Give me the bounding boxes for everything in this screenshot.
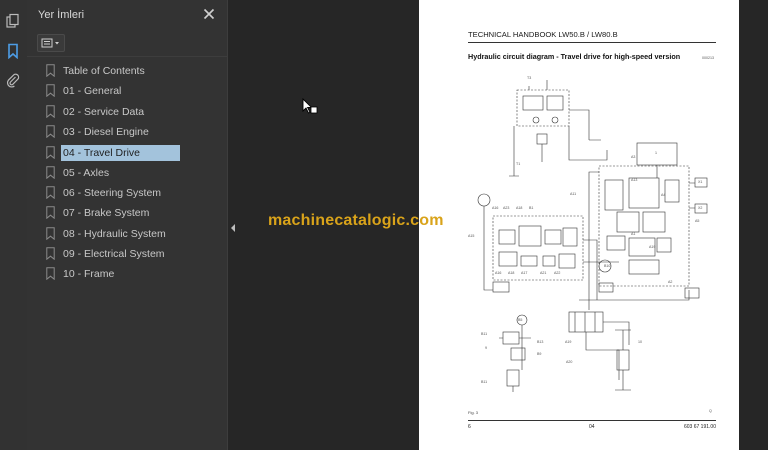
label-A21: A21	[540, 271, 547, 275]
label-B13: B13	[537, 340, 544, 344]
label-T3: T3	[527, 76, 532, 80]
label-A19-right: A19	[649, 245, 656, 249]
bookmark-icon[interactable]	[5, 43, 21, 60]
bookmark-item[interactable]: 02 - Service Data	[46, 102, 222, 121]
bookmark-item-icon	[46, 267, 55, 280]
collapse-panel-icon[interactable]	[228, 220, 238, 236]
label-A13: A13	[631, 178, 638, 182]
document-number: 603 67 191.00	[684, 424, 716, 430]
label-A1: A1	[631, 232, 636, 236]
label-A5: A5	[695, 219, 700, 223]
label-A23: A23	[503, 206, 510, 210]
label-A16-top: A16	[492, 206, 499, 210]
label-A18-bottom: A18	[508, 271, 515, 275]
label-B5: B5	[518, 318, 523, 322]
label-B10: B10	[604, 264, 611, 268]
bookmark-label: 02 - Service Data	[63, 105, 145, 118]
bookmark-label: 03 - Diesel Engine	[63, 125, 149, 138]
label-B1: B1	[529, 206, 534, 210]
divider	[27, 56, 227, 57]
chapter-number: 04	[589, 424, 595, 430]
bookmark-item[interactable]: 05 - Axles	[46, 163, 222, 182]
bookmark-item[interactable]: 01 - General	[46, 81, 222, 100]
bookmark-item-icon	[46, 247, 55, 260]
page-subtitle: Hydraulic circuit diagram - Travel drive…	[468, 52, 681, 61]
label-A22: A22	[554, 271, 561, 275]
bookmark-item[interactable]: Table of Contents	[46, 61, 222, 80]
label-A18-top: A18	[516, 206, 523, 210]
page-number-left: 6	[468, 424, 471, 430]
bookmark-item-icon	[46, 84, 55, 97]
label-A17: A17	[521, 271, 528, 275]
label-10: 10	[638, 340, 642, 344]
bookmark-label: 01 - General	[63, 84, 122, 97]
pdf-page: TECHNICAL HANDBOOK LW50.B / LW80.B Hydra…	[419, 0, 739, 450]
bookmark-label: 08 - Hydraulic System	[63, 227, 166, 240]
label-A4: A4	[661, 193, 666, 197]
bookmark-item-icon	[46, 186, 55, 199]
label-A2: A2	[668, 280, 673, 284]
label-A3: A3	[631, 155, 636, 159]
label-T1: T1	[516, 162, 521, 166]
bookmark-item-icon	[46, 166, 55, 179]
close-icon[interactable]	[201, 6, 217, 22]
bookmark-item-icon	[46, 227, 55, 240]
bookmark-item[interactable]: 07 - Brake System	[46, 203, 222, 222]
bookmark-item[interactable]: 06 - Steering System	[46, 183, 222, 202]
bookmark-item-icon	[46, 105, 55, 118]
bookmark-item-selected[interactable]: 04 - Travel Drive	[46, 143, 222, 162]
bookmark-item[interactable]: 10 - Frame	[46, 264, 222, 283]
label-B9: B9	[537, 352, 542, 356]
label-A19: A19	[565, 340, 572, 344]
bookmark-label: Table of Contents	[63, 64, 145, 77]
header-rule	[468, 42, 716, 43]
bookmark-label: 09 - Electrical System	[63, 247, 165, 260]
attachment-icon[interactable]	[5, 72, 21, 88]
label-B11-top: B11	[481, 332, 488, 336]
bookmark-label: 07 - Brake System	[63, 206, 150, 219]
label-B11-bottom: B11	[481, 380, 488, 384]
label-A15: A15	[468, 234, 475, 238]
ref-code: 000213	[702, 56, 714, 60]
figure-label: Fig. 3	[468, 410, 479, 415]
label-X1: X1	[698, 180, 703, 184]
bookmark-options-button[interactable]	[37, 34, 65, 52]
bookmark-label: 05 - Axles	[63, 166, 110, 179]
pages-icon[interactable]	[5, 13, 21, 29]
bookmark-item[interactable]: 03 - Diesel Engine	[46, 122, 222, 141]
hydraulic-circuit-diagram	[477, 80, 708, 392]
bookmark-label: 04 - Travel Drive	[61, 144, 181, 161]
bookmark-item[interactable]: 09 - Electrical System	[46, 244, 222, 263]
nav-rail	[0, 0, 28, 450]
label-A11: A11	[570, 192, 577, 196]
bookmark-label: 10 - Frame	[63, 267, 115, 280]
bookmark-label: 06 - Steering System	[63, 186, 162, 199]
label-Q: Q	[709, 409, 712, 413]
label-9: 9	[485, 346, 487, 350]
label-1: 1	[655, 151, 657, 155]
footer-rule	[468, 420, 716, 421]
bookmark-item-icon	[46, 125, 55, 138]
mouse-pointer-icon	[302, 97, 318, 116]
panel-title: Yer İmleri	[38, 9, 85, 21]
bookmarks-panel: Yer İmleri Table of Contents 01 - Genera…	[27, 0, 228, 450]
bookmark-item-icon	[46, 206, 55, 219]
label-A16-bottom: A16	[495, 271, 502, 275]
bookmark-item[interactable]: 08 - Hydraulic System	[46, 224, 222, 243]
bookmark-item-icon	[46, 64, 55, 77]
watermark: machinecatalogic.com	[268, 212, 444, 229]
page-header: TECHNICAL HANDBOOK LW50.B / LW80.B	[468, 30, 618, 39]
label-X2: X2	[698, 206, 703, 210]
bookmark-item-icon	[46, 146, 55, 159]
label-A20: A20	[566, 360, 573, 364]
